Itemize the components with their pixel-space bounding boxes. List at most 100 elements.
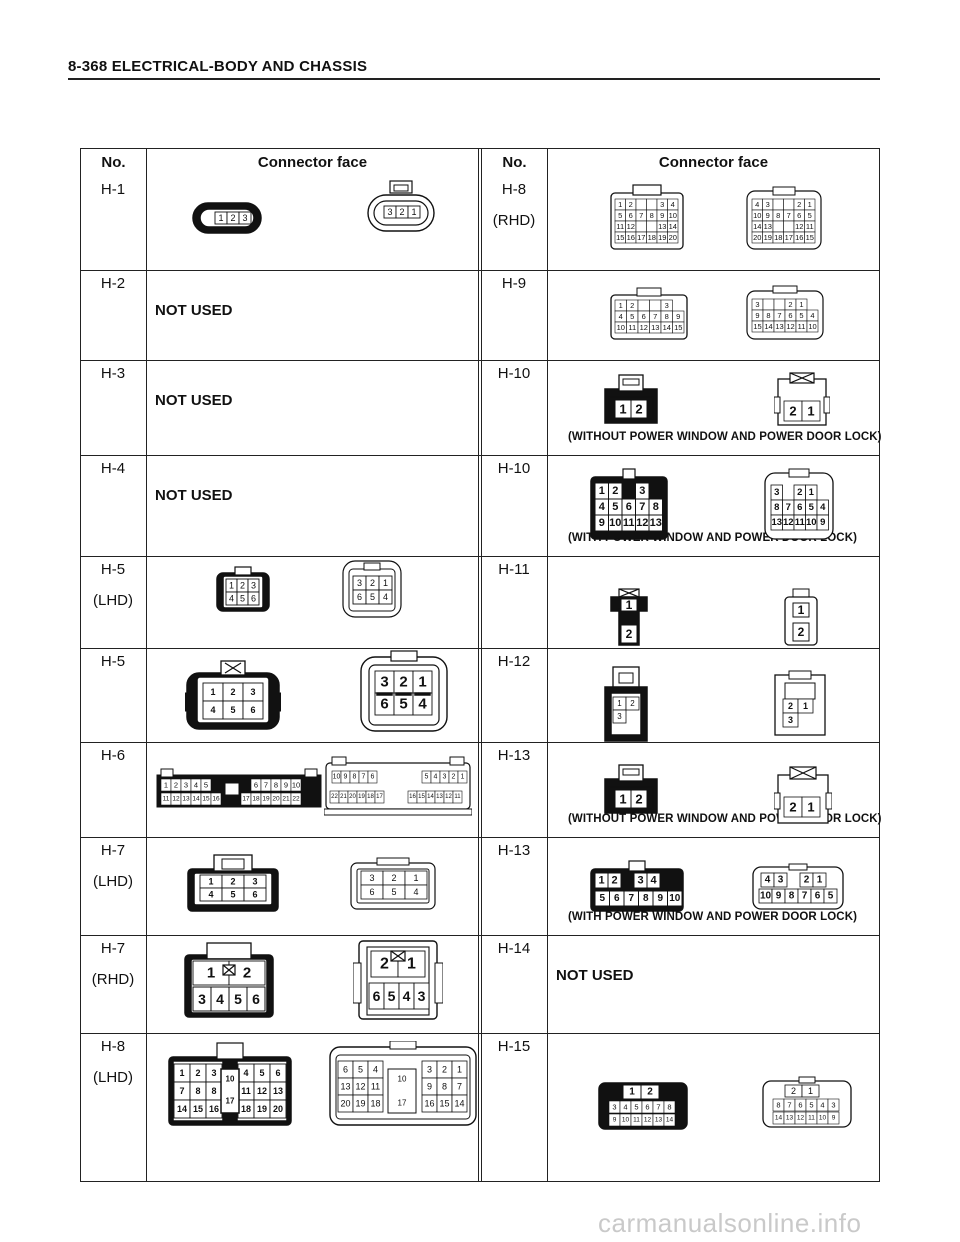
not-used-label: NOT USED	[556, 967, 634, 984]
pin-number: 4	[650, 875, 657, 887]
pin-number: 7	[786, 502, 791, 513]
pin-number: 16	[209, 1104, 219, 1114]
pin-number: 19	[358, 794, 365, 800]
pin-cavity	[635, 220, 647, 233]
pin-number: 15	[418, 794, 425, 800]
pin-number: 11	[616, 222, 624, 231]
pin-number: 14	[666, 1117, 674, 1124]
pin-cavity	[238, 211, 252, 225]
pin-cavity	[367, 1094, 384, 1113]
row-id-left: H-6	[100, 747, 126, 764]
pin-number: 10	[609, 517, 621, 529]
shape	[620, 598, 638, 612]
pin-cavity	[210, 792, 222, 806]
pin-number: 1	[418, 674, 426, 691]
shape	[772, 285, 798, 294]
pin-number: 3	[418, 988, 426, 1004]
row-number: H-15	[482, 1035, 546, 1066]
shape	[353, 962, 362, 1004]
row-divider	[81, 270, 879, 271]
pin-number: 12	[172, 796, 180, 803]
shape	[788, 670, 812, 680]
pin-cavity	[783, 198, 795, 211]
pin-number: 2	[240, 581, 245, 591]
pin-number: 2	[230, 213, 235, 223]
pin-number: 1	[629, 1087, 635, 1098]
pin-number: 1	[817, 875, 823, 886]
pin-number: 18	[252, 796, 260, 803]
pin-number: 3	[387, 207, 392, 217]
pin-number: 2	[442, 1065, 447, 1075]
row-number: H-12	[482, 650, 546, 681]
shape	[622, 468, 636, 480]
pin-number: 17	[376, 794, 383, 800]
pin-number: 14	[177, 1104, 187, 1114]
pin-cavity	[457, 770, 468, 784]
pin-number: 9	[599, 517, 605, 529]
pin-number: 16	[795, 233, 803, 242]
row-number: H-1	[81, 178, 145, 209]
pin-number: 6	[252, 890, 257, 900]
pin-cavity	[413, 982, 430, 1010]
pin-number: 5	[799, 311, 803, 320]
row-id-right: H-11	[498, 561, 530, 578]
pin-number: 1	[218, 213, 223, 223]
shape	[274, 692, 281, 712]
shape	[774, 396, 781, 414]
pin-cavity	[667, 231, 679, 244]
row-number: H-10	[482, 362, 546, 393]
pin-number: 8	[667, 1103, 671, 1112]
not-used-label: NOT USED	[155, 392, 233, 409]
pin-cavity	[773, 298, 786, 311]
pin-number: 6	[797, 502, 802, 513]
pin-number: 6	[369, 887, 374, 897]
row-number: H-7(RHD)	[81, 937, 145, 991]
pin-number: 2	[791, 1086, 796, 1096]
pin-cavity	[200, 778, 212, 792]
shape	[224, 782, 240, 796]
pin-number: 4	[765, 875, 771, 886]
shape	[331, 756, 347, 766]
pin-number: 9	[613, 1117, 617, 1124]
pin-number: 7	[787, 211, 791, 220]
pin-cavity	[242, 700, 264, 720]
shape	[636, 287, 662, 297]
pin-number: 4	[210, 705, 215, 715]
latch-mark	[789, 766, 817, 780]
pin-cavity	[640, 1084, 660, 1100]
pin-number: 16	[627, 233, 635, 242]
row-id-right: H-15	[497, 1038, 531, 1055]
pin-number: 11	[163, 796, 170, 803]
pin-cavity	[827, 1111, 840, 1125]
pin-number: 6	[275, 1068, 280, 1078]
pin-number: 3	[766, 200, 770, 209]
pin-number: 2	[630, 699, 635, 708]
row-number: H-7(LHD)	[81, 839, 145, 893]
shape	[387, 1068, 417, 1114]
pin-number: 20	[753, 233, 761, 242]
shape	[449, 756, 465, 766]
pin-cavity	[663, 1113, 676, 1127]
pin-number: 6	[626, 501, 632, 513]
pin-number: 12	[797, 1115, 805, 1122]
pin-cavity	[816, 514, 829, 531]
pin-number: 1	[618, 200, 622, 209]
pin-cavity	[451, 1094, 468, 1113]
row-id-left: H-3	[100, 365, 126, 382]
variant-note: (WITHOUT POWER WINDOW AND POWER DOOR LOC…	[568, 431, 882, 443]
row-number: H-3	[81, 362, 145, 393]
row-divider	[81, 556, 879, 557]
pin-number: 2	[647, 1087, 653, 1098]
pin-number: 1	[207, 965, 215, 982]
pin-number: 9	[832, 1115, 836, 1122]
pin-number: 14	[669, 222, 677, 231]
pin-number: 6	[357, 592, 362, 602]
pin-number: 5	[630, 312, 634, 321]
pin-number: 6	[815, 891, 821, 902]
row-number: H-5	[81, 650, 145, 681]
pin-number: 2	[399, 207, 404, 217]
col-divider-left	[146, 149, 147, 1181]
row-variant-left: (LHD)	[93, 873, 133, 890]
